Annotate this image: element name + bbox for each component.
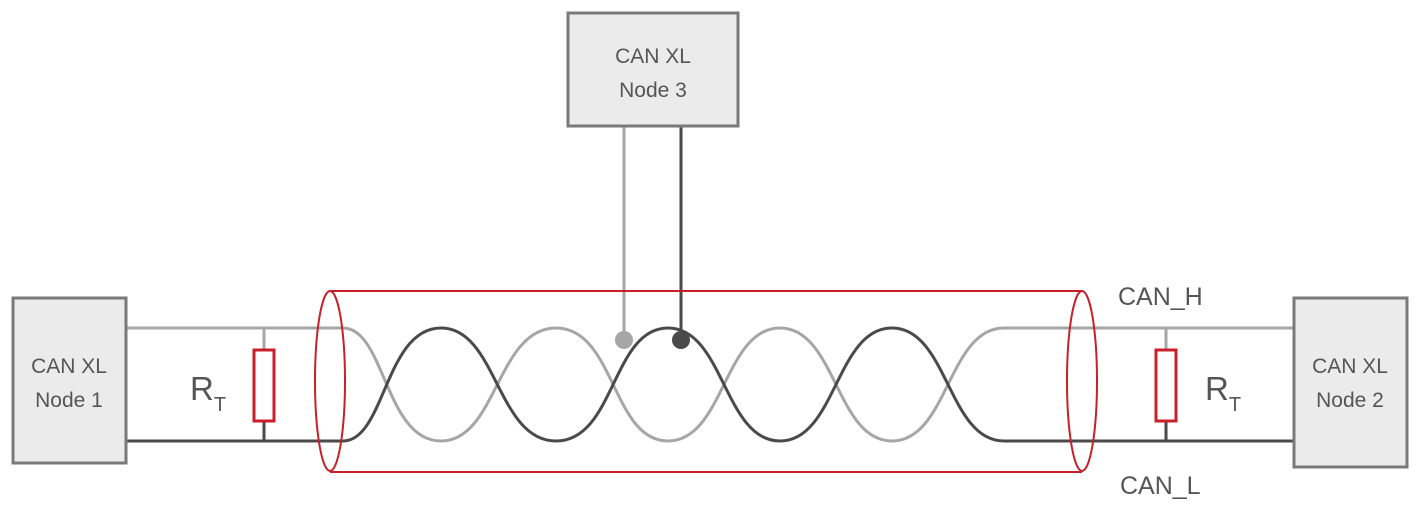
node2-label-line1: CAN XL bbox=[1312, 355, 1388, 378]
can-h-twisted-wire bbox=[342, 326, 1071, 443]
can-l-label: CAN_L bbox=[1120, 472, 1201, 500]
right-resistor-symbol: R bbox=[1205, 370, 1229, 407]
node3-label-line2: Node 3 bbox=[619, 79, 687, 102]
left-resistor-subscript: T bbox=[214, 394, 226, 416]
node1-label-line1: CAN XL bbox=[31, 355, 107, 378]
left-termination-resistor bbox=[252, 348, 276, 423]
node3-can-h-junction bbox=[615, 331, 633, 349]
node1-box bbox=[11, 296, 128, 465]
right-termination-resistor bbox=[1154, 348, 1178, 423]
node3-box bbox=[566, 11, 740, 128]
left-resistor-label: RT bbox=[190, 370, 226, 416]
can-h-label: CAN_H bbox=[1118, 283, 1203, 311]
can-l-twisted-wire bbox=[342, 326, 1071, 443]
node3-label-line1: CAN XL bbox=[615, 45, 691, 68]
right-resistor-subscript: T bbox=[1229, 394, 1241, 416]
right-resistor-label: RT bbox=[1205, 370, 1241, 416]
node1-label-line2: Node 1 bbox=[35, 389, 103, 412]
shield-left-end bbox=[314, 290, 346, 472]
node2-label-line2: Node 2 bbox=[1316, 389, 1384, 412]
node3-can-l-junction bbox=[672, 331, 690, 349]
node2-box bbox=[1292, 296, 1409, 469]
left-resistor-symbol: R bbox=[190, 370, 214, 407]
shield-right-end bbox=[1066, 290, 1098, 472]
